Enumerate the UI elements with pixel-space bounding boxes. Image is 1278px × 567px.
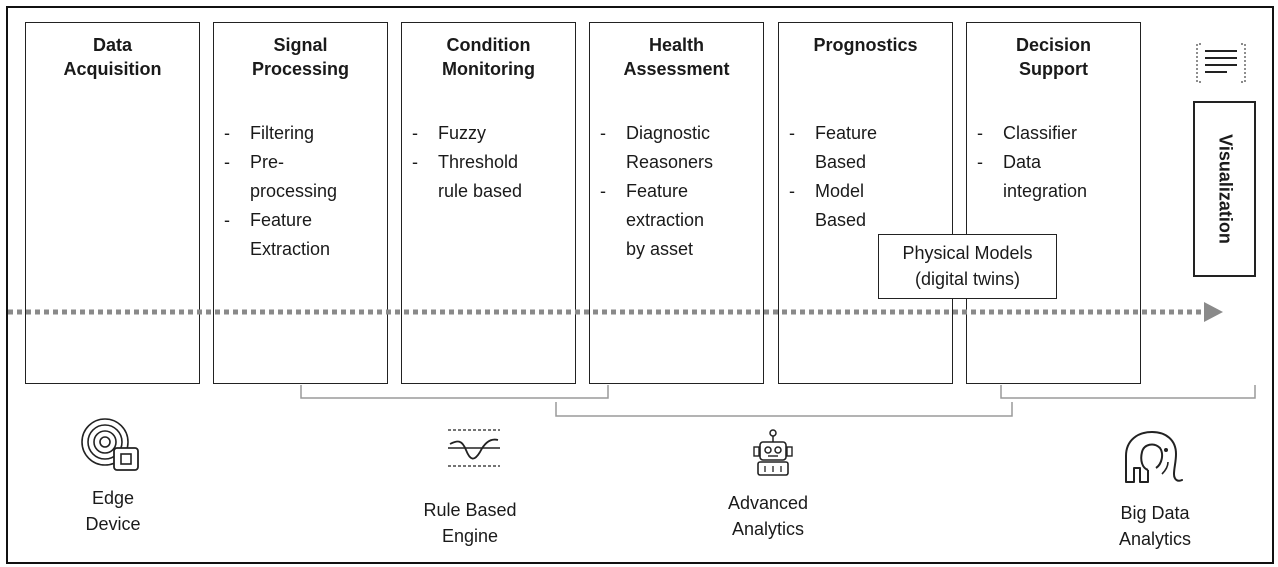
stage-item: Fuzzy: [412, 119, 569, 148]
bracket-rule-based: [300, 385, 609, 399]
stage-title: Condition Monitoring: [442, 35, 535, 79]
visualization-label: Visualization: [1215, 134, 1235, 244]
bracket-big-data: [1000, 385, 1256, 399]
elephant-icon: [1125, 430, 1183, 483]
diagram-frame: [6, 6, 1274, 564]
stage-item: Model Based: [789, 177, 946, 235]
document-lines-icon: [1196, 43, 1246, 83]
stage-item: Filtering: [224, 119, 381, 148]
engine-label-rule-based: Rule Based Engine: [423, 500, 517, 546]
stage-item-list: Feature Based Model Based: [789, 119, 946, 235]
stage-item: Threshold rule based: [412, 148, 569, 206]
stage-data-acquisition: Data Acquisition: [25, 22, 200, 384]
waveform-threshold-icon: [448, 429, 500, 467]
stage-title: Data Acquisition: [63, 35, 162, 79]
stage-item-list: Fuzzy Threshold rule based: [412, 119, 569, 206]
stage-health-assessment: Health Assessment Diagnostic Reasoners F…: [589, 22, 764, 384]
stage-item-list: Diagnostic Reasoners Feature extraction …: [600, 119, 757, 264]
physical-models-box: Physical Models (digital twins): [878, 234, 1057, 299]
stage-item: Feature extraction by asset: [600, 177, 757, 264]
stage-item: Classifier: [977, 119, 1134, 148]
stage-title: Signal Processing: [251, 35, 350, 79]
bracket-advanced-analytics: [555, 402, 1013, 417]
stage-title: Health Assessment: [623, 35, 730, 79]
stage-title: Prognostics: [813, 35, 918, 55]
stage-item: Pre- processing: [224, 148, 381, 206]
stage-title: Decision Support: [1015, 35, 1092, 79]
stage-item: Feature Based: [789, 119, 946, 177]
stage-condition-monitoring: Condition Monitoring Fuzzy Threshold rul…: [401, 22, 576, 384]
arrow-head: [1204, 302, 1223, 322]
stage-decision-support: Decision Support Classifier Data integra…: [966, 22, 1141, 384]
robot-icon: [753, 429, 793, 476]
stage-item-list: Classifier Data integration: [977, 119, 1134, 206]
stage-prognostics: Prognostics Feature Based Model Based: [778, 22, 953, 384]
engine-label-advanced-analytics: Advanced Analytics: [727, 493, 809, 539]
engine-label-edge-device: Edge Device: [85, 488, 141, 534]
engine-label-big-data: Big Data Analytics: [1118, 503, 1192, 549]
stage-item: Diagnostic Reasoners: [600, 119, 757, 177]
visualization-box: Visualization: [1193, 101, 1256, 277]
stage-item: Data integration: [977, 148, 1134, 206]
edge-device-icon: [81, 418, 139, 471]
stage-signal-processing: Signal Processing Filtering Pre- process…: [213, 22, 388, 384]
stage-item-list: Filtering Pre- processing Feature Extrac…: [224, 119, 381, 264]
stage-item: Feature Extraction: [224, 206, 381, 264]
